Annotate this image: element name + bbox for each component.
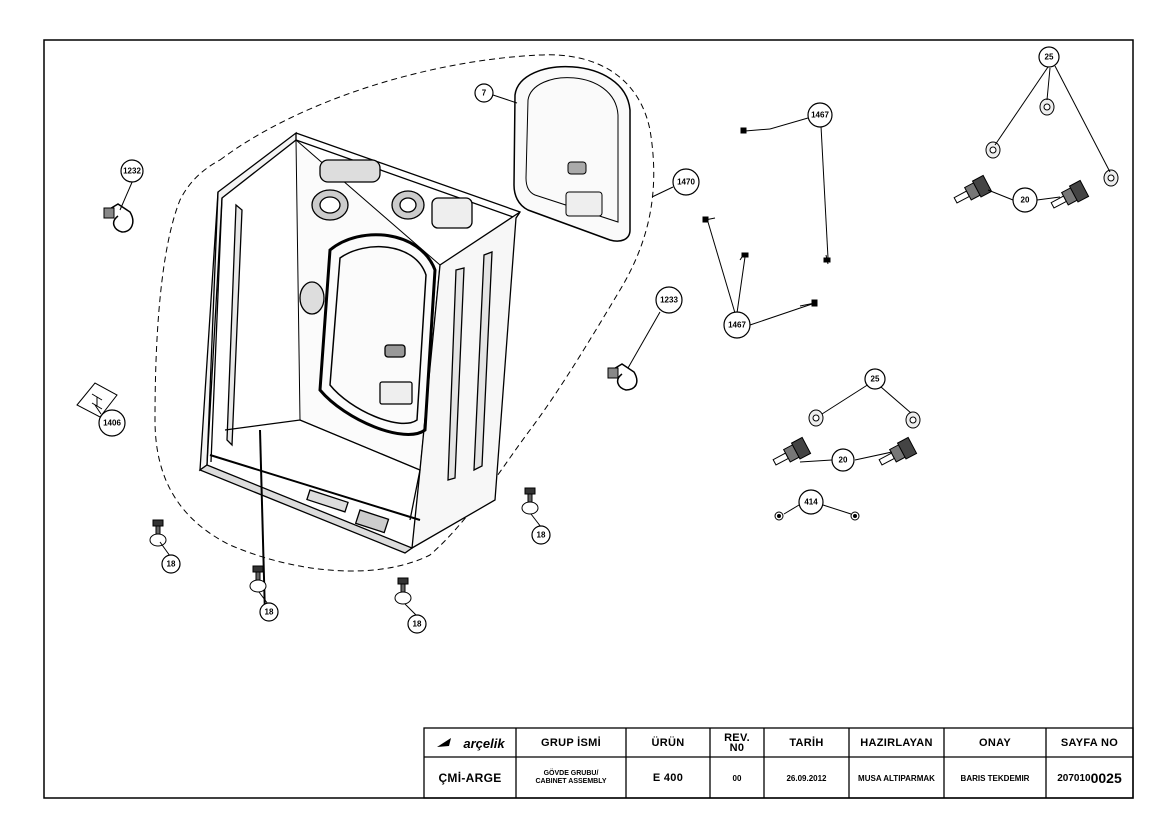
group-value: GÖVDE GRUBU/ CABINET ASSEMBLY [516,758,626,798]
label-card-part [76,382,118,418]
bushing-parts [808,98,1119,429]
department: ÇMİ-ARGE [438,771,502,785]
callout-labels: 7 1232 1470 1467 1467 25 20 1233 1406 25… [103,53,1054,629]
callout-18-c: 18 [413,620,422,629]
rev-header-line2: N0 [729,742,745,754]
date-value: 26.09.2012 [786,773,827,783]
brand-logo-icon [437,738,451,747]
title-block-grid [423,727,1134,799]
foot-parts [149,487,539,605]
date-header: TARİH [789,737,824,749]
rev-header: REV. N0 [710,729,764,757]
callout-1467-top: 1467 [811,111,829,120]
group-value-line2: CABINET ASSEMBLY [535,778,607,785]
callout-1232: 1232 [123,167,141,176]
prepared-header: HAZIRLAYAN [860,737,933,749]
callout-1470: 1470 [677,178,695,187]
screw-parts [702,127,831,307]
group-value-line1: GÖVDE GRUBU/ [543,770,599,777]
shock-absorber-parts [772,174,1090,466]
approval-header: ONAY [979,737,1011,749]
brand-name: arçelik [463,735,505,751]
group-header: GRUP İSMİ [541,737,601,749]
callout-1406: 1406 [103,419,121,428]
product-value: E 400 [652,772,684,784]
clamp-parts [103,203,638,391]
leader-lines [94,65,1111,616]
callout-20-bottom: 20 [839,456,848,465]
nut-parts [774,511,860,521]
callout-18-a: 18 [167,560,176,569]
callout-bubbles [98,46,1060,634]
rev-header-line1: REV. [724,732,750,744]
callout-414: 414 [804,498,818,507]
assembly-boundary [154,54,655,572]
approval-value: BARIS TEKDEMIR [960,773,1030,783]
callout-7: 7 [482,89,487,98]
sheet-number-prefix: 207010 [1057,772,1091,784]
callout-1467-bottom: 1467 [728,321,746,330]
sheet-header: SAYFA NO [1060,737,1119,749]
cabinet-body [198,131,522,616]
callout-20-top: 20 [1021,196,1030,205]
callout-18-d: 18 [537,531,546,540]
sheet-number-suffix: 0025 [1090,770,1122,786]
rev-value: 00 [732,773,742,783]
door-panel-part [513,65,631,242]
callout-25-bottom: 25 [871,375,880,384]
callout-18-b: 18 [265,608,274,617]
callout-1233: 1233 [660,296,678,305]
callout-25-top: 25 [1045,53,1054,62]
prepared-value: MUSA ALTIPARMAK [858,773,935,783]
product-header: ÜRÜN [651,737,685,749]
